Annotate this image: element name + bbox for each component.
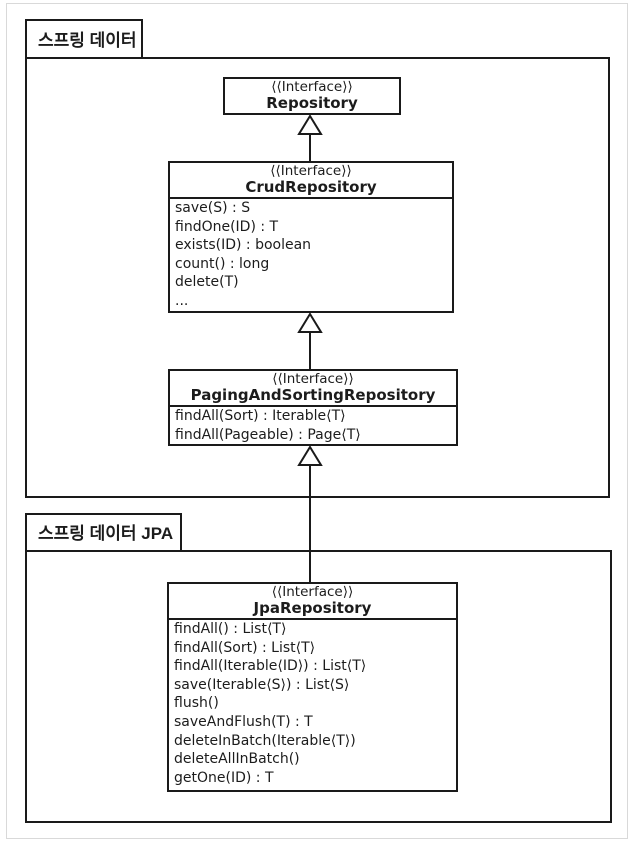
class-name: CrudRepository xyxy=(245,178,377,196)
method-line: findOne(ID) : T xyxy=(175,218,279,235)
class-box-crudrepository: ⟨⟨Interface⟩⟩ CrudRepository save(S) : S… xyxy=(168,161,454,313)
class-title: ⟨⟨Interface⟩⟩ Repository xyxy=(225,79,399,113)
method-line: save(Iterable⟨S⟩) : List⟨S⟩ xyxy=(174,676,350,693)
class-box-repository: ⟨⟨Interface⟩⟩ Repository xyxy=(223,77,401,115)
method-line: findAll(Sort) : List⟨T⟩ xyxy=(174,639,316,656)
stereotype-label: ⟨⟨Interface⟩⟩ xyxy=(271,79,353,95)
package-spring-data-jpa-tab: 스프링 데이터 JPA xyxy=(25,513,182,552)
class-name: Repository xyxy=(266,94,358,112)
method-line: ... xyxy=(175,292,189,309)
page-frame xyxy=(6,3,628,839)
method-line: findAll(Sort) : Iterable⟨T⟩ xyxy=(175,408,346,424)
stereotype-label: ⟨⟨Interface⟩⟩ xyxy=(271,584,354,600)
package-spring-data-label: 스프링 데이터 xyxy=(38,30,137,50)
method-line: findAll(Pageable) : Page⟨T⟩ xyxy=(175,426,361,443)
method-line: deleteAllInBatch() xyxy=(174,751,300,768)
method-line: exists(ID) : boolean xyxy=(175,237,312,254)
class-title: ⟨⟨Interface⟩⟩ PagingAndSortingRepository xyxy=(170,371,456,405)
method-line: flush() xyxy=(174,695,219,712)
method-list: findAll(Sort) : Iterable⟨T⟩ findAll(Pagea… xyxy=(170,405,456,444)
package-spring-data-tab: 스프링 데이터 xyxy=(25,19,143,59)
method-line: getOne(ID) : T xyxy=(174,769,274,786)
class-box-pagingandsortingrepository: ⟨⟨Interface⟩⟩ PagingAndSortingRepository… xyxy=(168,369,458,446)
package-spring-data-jpa-label: 스프링 데이터 JPA xyxy=(38,524,174,543)
class-title: ⟨⟨Interface⟩⟩ CrudRepository xyxy=(170,163,452,197)
method-line: findAll() : List⟨T⟩ xyxy=(174,621,287,637)
method-line: save(S) : S xyxy=(175,200,251,216)
stereotype-label: ⟨⟨Interface⟩⟩ xyxy=(270,163,352,179)
method-list: save(S) : S findOne(ID) : T exists(ID) : b… xyxy=(170,197,452,311)
class-box-jparepository: ⟨⟨Interface⟩⟩ JpaRepository findAll() : … xyxy=(167,582,458,792)
method-list: findAll() : List⟨T⟩ findAll(Sort) : List⟨… xyxy=(169,618,456,787)
stereotype-label: ⟨⟨Interface⟩⟩ xyxy=(272,371,354,387)
method-line: saveAndFlush(T) : T xyxy=(174,713,313,730)
method-line: deleteInBatch(Iterable⟨T⟩) xyxy=(174,732,356,749)
method-line: count() : long xyxy=(175,255,270,272)
method-line: delete(T) xyxy=(175,274,239,291)
class-name: JpaRepository xyxy=(253,599,372,617)
class-title: ⟨⟨Interface⟩⟩ JpaRepository xyxy=(169,584,456,618)
method-line: findAll(Iterable⟨ID⟩) : List⟨T⟩ xyxy=(174,658,367,675)
class-name: PagingAndSortingRepository xyxy=(190,386,436,404)
